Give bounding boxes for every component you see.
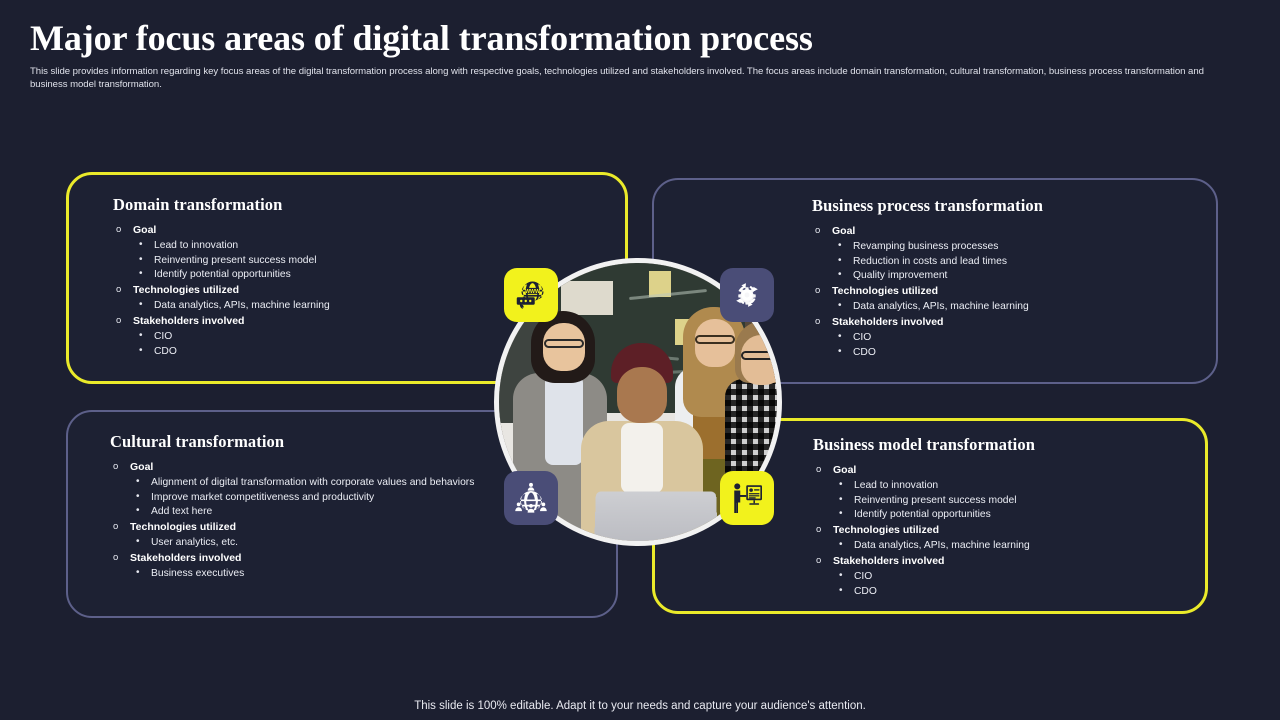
group-goal: Goal Alignment of digital transformation… <box>110 460 530 519</box>
list-item: Improve market competitiveness and produ… <box>130 489 530 505</box>
list-item: CDO <box>833 584 1213 599</box>
group-label: Technologies utilized <box>833 524 939 536</box>
card-process-groups: Goal Revamping business processes Reduct… <box>812 224 1212 360</box>
group-items: CIO CDO <box>133 329 583 359</box>
group-technologies: Technologies utilized User analytics, et… <box>110 520 530 550</box>
list-item: Business executives <box>130 566 530 581</box>
group-label: Goal <box>130 461 153 473</box>
list-item: Reinventing present success model <box>833 492 1213 508</box>
group-label: Stakeholders involved <box>130 552 241 564</box>
list-item: CDO <box>832 345 1212 360</box>
list-item: Data analytics, APIs, machine learning <box>133 298 583 313</box>
list-item: Lead to innovation <box>133 238 583 253</box>
card-domain-title: Domain transformation <box>113 195 283 214</box>
list-item: CIO <box>133 329 583 344</box>
list-item: Revamping business processes <box>832 239 1212 254</box>
card-process-content: Business process transformation Goal Rev… <box>812 196 1212 360</box>
list-item: CIO <box>833 569 1213 584</box>
person-left-shirt <box>545 375 583 465</box>
person-center-shirt <box>621 423 663 493</box>
card-cultural-title: Cultural transformation <box>110 432 285 451</box>
group-label: Technologies utilized <box>832 285 938 297</box>
list-item: Identify potential opportunities <box>133 267 583 282</box>
group-items: Business executives <box>130 566 530 581</box>
card-cultural-content: Cultural transformation Goal Alignment o… <box>110 432 530 581</box>
group-stakeholders: Stakeholders involved CIO CDO <box>812 315 1212 360</box>
card-model-groups: Goal Lead to innovation Reinventing pres… <box>813 463 1213 599</box>
group-technologies: Technologies utilized Data analytics, AP… <box>813 523 1213 553</box>
sticky-note <box>649 271 671 297</box>
svg-text:WWW: WWW <box>525 289 540 295</box>
web-globe-www-icon[interactable]: WWW <box>504 268 558 322</box>
gear-process-cycle-icon[interactable] <box>720 268 774 322</box>
group-label: Technologies utilized <box>133 284 239 296</box>
wall-paper <box>561 281 613 315</box>
group-stakeholders: Stakeholders involved CIO CDO <box>113 314 583 359</box>
group-stakeholders: Stakeholders involved Business executive… <box>110 551 530 581</box>
group-items: CIO CDO <box>833 569 1213 599</box>
group-goal: Goal Revamping business processes Reduct… <box>812 224 1212 283</box>
list-item: Reinventing present success model <box>133 252 583 268</box>
group-label: Goal <box>832 225 855 237</box>
presentation-person-icon[interactable] <box>720 471 774 525</box>
list-item: Quality improvement <box>832 268 1212 283</box>
footer-note: This slide is 100% editable. Adapt it to… <box>414 700 866 712</box>
card-cultural-groups: Goal Alignment of digital transformation… <box>110 460 530 581</box>
card-process-title: Business process transformation <box>812 196 1044 215</box>
page-title: Major focus areas of digital transformat… <box>30 18 813 58</box>
group-label: Stakeholders involved <box>833 555 944 567</box>
group-items: Alignment of digital transformation with… <box>130 475 530 519</box>
group-items: Lead to innovation Reinventing present s… <box>133 238 583 282</box>
global-people-globe-icon[interactable] <box>504 471 558 525</box>
list-item: Reduction in costs and lead times <box>832 253 1212 269</box>
person-left-glasses <box>544 339 584 348</box>
list-item: Lead to innovation <box>833 478 1213 493</box>
group-items: Data analytics, APIs, machine learning <box>133 298 583 313</box>
group-items: Revamping business processes Reduction i… <box>832 239 1212 283</box>
list-item: User analytics, etc. <box>130 535 530 550</box>
group-technologies: Technologies utilized Data analytics, AP… <box>812 284 1212 314</box>
laptop <box>594 491 718 541</box>
group-goal: Goal Lead to innovation Reinventing pres… <box>813 463 1213 522</box>
list-item: CDO <box>133 344 583 359</box>
card-model-title: Business model transformation <box>813 435 1035 454</box>
list-item: Data analytics, APIs, machine learning <box>832 299 1212 314</box>
person-blonde-glasses <box>695 335 735 344</box>
group-items: Lead to innovation Reinventing present s… <box>833 478 1213 522</box>
group-technologies: Technologies utilized Data analytics, AP… <box>113 283 583 313</box>
person-right-glasses <box>741 351 777 360</box>
list-item: CIO <box>832 330 1212 345</box>
group-items: User analytics, etc. <box>130 535 530 550</box>
person-center-face <box>617 367 667 423</box>
group-items: Data analytics, APIs, machine learning <box>832 299 1212 314</box>
card-domain-content: Domain transformation Goal Lead to innov… <box>113 195 583 359</box>
group-label: Stakeholders involved <box>133 315 244 327</box>
group-label: Goal <box>133 224 156 236</box>
group-items: CIO CDO <box>832 330 1212 360</box>
card-model-content: Business model transformation Goal Lead … <box>813 435 1213 599</box>
group-stakeholders: Stakeholders involved CIO CDO <box>813 554 1213 599</box>
group-label: Technologies utilized <box>130 521 236 533</box>
list-item: Add text here <box>130 504 530 519</box>
list-item: Data analytics, APIs, machine learning <box>833 538 1213 553</box>
group-goal: Goal Lead to innovation Reinventing pres… <box>113 223 583 282</box>
page-subtitle: This slide provides information regardin… <box>30 66 1204 91</box>
list-item: Identify potential opportunities <box>833 507 1213 522</box>
card-domain-groups: Goal Lead to innovation Reinventing pres… <box>113 223 583 359</box>
group-label: Goal <box>833 464 856 476</box>
slide-header: Major focus areas of digital transformat… <box>30 18 1250 92</box>
group-label: Stakeholders involved <box>832 316 943 328</box>
group-items: Data analytics, APIs, machine learning <box>833 538 1213 553</box>
person-right-face <box>741 335 777 385</box>
list-item: Alignment of digital transformation with… <box>130 475 530 490</box>
